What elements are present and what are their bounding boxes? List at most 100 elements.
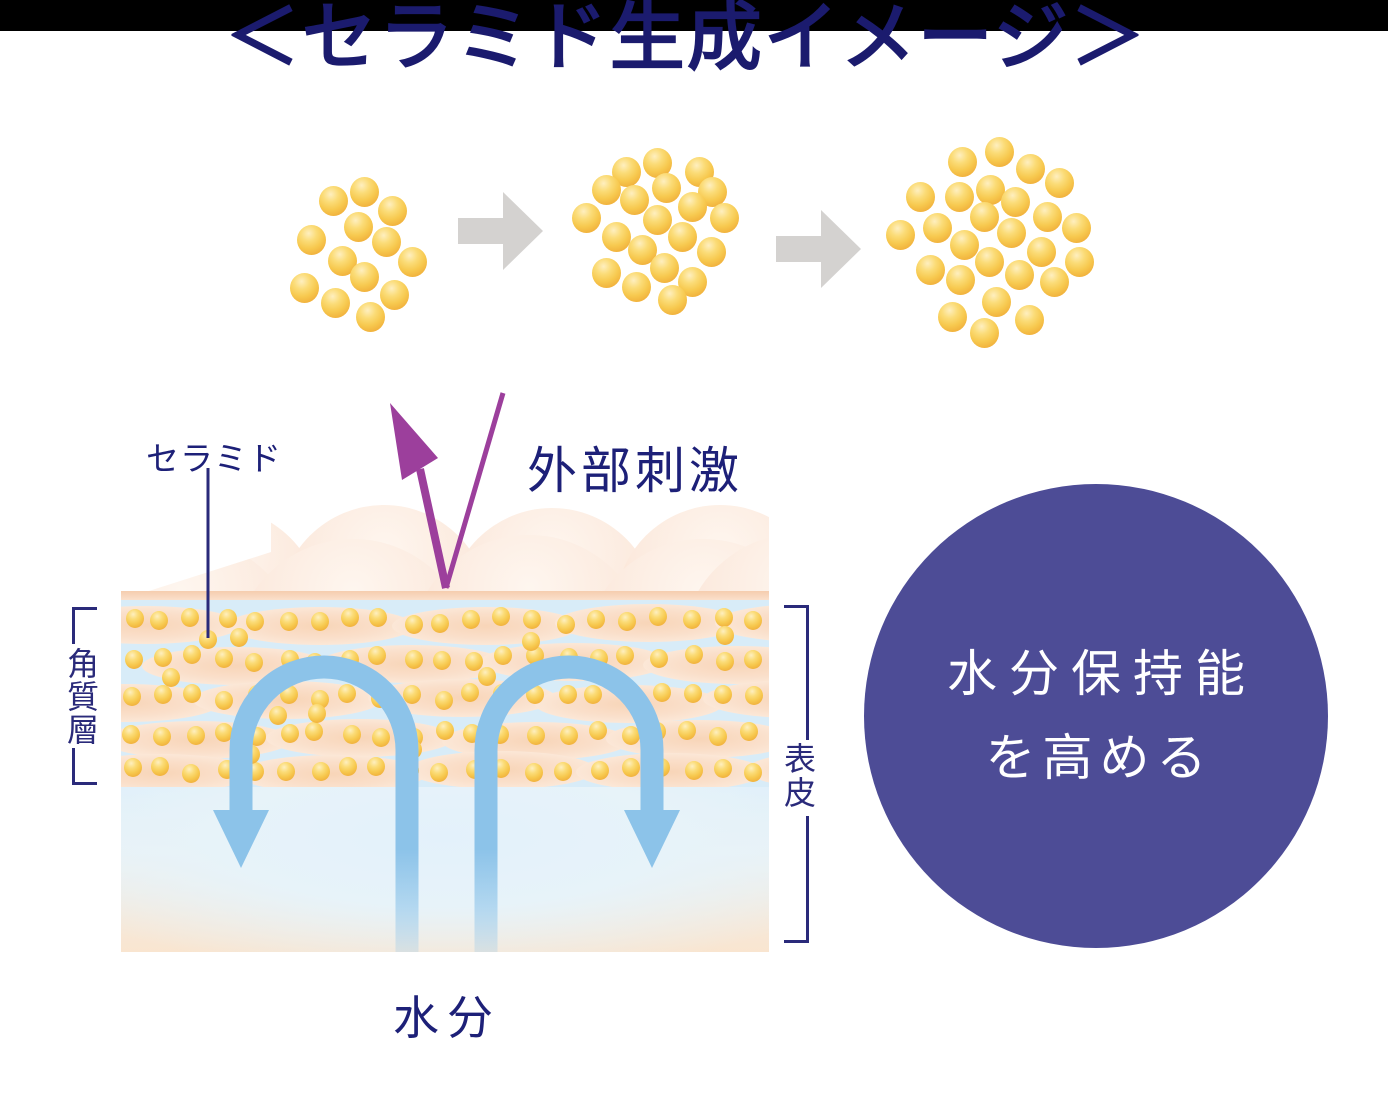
ceramide-dot bbox=[400, 761, 419, 781]
ceramide-dot bbox=[435, 690, 454, 710]
ceramide-dot bbox=[650, 253, 679, 283]
ceramide-dot bbox=[1040, 267, 1069, 297]
ceramide-dot bbox=[186, 726, 205, 746]
ceramide-dot bbox=[945, 182, 974, 212]
external-stimulus-label: 外部刺激 bbox=[527, 443, 743, 499]
epidermis-label: 表皮 bbox=[783, 741, 816, 811]
ceramide-dot bbox=[279, 611, 298, 631]
ceramide-label: セラミド bbox=[146, 440, 282, 477]
epidermis-bracket-top bbox=[784, 605, 809, 740]
ceramide-dot bbox=[651, 757, 670, 777]
ceramide-dot bbox=[182, 645, 201, 665]
ceramide-dot bbox=[319, 186, 348, 216]
ceramide-dot bbox=[279, 685, 298, 705]
ceramide-dot bbox=[123, 686, 142, 706]
ceramide-dot bbox=[380, 280, 409, 310]
ceramide-dot bbox=[617, 612, 636, 632]
ceramide-dot bbox=[248, 684, 267, 704]
ceramide-dot bbox=[215, 723, 234, 743]
ceramide-dot bbox=[976, 175, 1005, 205]
stratum-corneum-bracket-top bbox=[72, 607, 97, 644]
ceramide-dot bbox=[371, 728, 390, 748]
ceramide-dot bbox=[683, 610, 702, 630]
ceramide-dot bbox=[491, 759, 510, 779]
ceramide-dot bbox=[311, 611, 330, 631]
benefit-circle: 水分保持能 を高める bbox=[864, 484, 1328, 948]
ceramide-dot bbox=[1027, 237, 1056, 267]
ceramide-dot bbox=[214, 690, 233, 710]
ceramide-dot bbox=[649, 607, 668, 627]
corneocyte-cell bbox=[391, 607, 580, 646]
ceramide-dot bbox=[125, 650, 144, 670]
ceramide-dot bbox=[652, 683, 671, 703]
benefit-text-line1: 水分保持能 bbox=[947, 646, 1257, 702]
ceramide-dot bbox=[465, 760, 484, 780]
stratum-corneum-layer bbox=[121, 600, 769, 787]
ceramide-dot bbox=[743, 649, 762, 669]
ceramide-dot bbox=[970, 318, 999, 348]
ceramide-dot bbox=[403, 740, 422, 760]
ceramide-dot bbox=[432, 651, 451, 671]
ceramide-dot bbox=[572, 203, 601, 233]
ceramide-dot bbox=[650, 648, 669, 668]
ceramide-dot bbox=[493, 646, 512, 666]
ceramide-dot bbox=[268, 705, 287, 725]
ceramide-dot bbox=[997, 218, 1026, 248]
corneocyte-cell bbox=[237, 755, 426, 787]
ceramide-dot bbox=[124, 758, 143, 778]
epidermis-moisture-zone bbox=[121, 787, 769, 952]
ceramide-dot bbox=[590, 760, 609, 780]
ceramide-dot bbox=[217, 759, 236, 779]
ceramide-dot bbox=[658, 285, 687, 315]
ceramide-dot bbox=[153, 726, 172, 746]
ceramide-dot bbox=[305, 652, 324, 672]
ceramide-dot bbox=[982, 287, 1011, 317]
ceramide-dot bbox=[713, 684, 732, 704]
ceramide-dot bbox=[403, 684, 422, 704]
ceramide-dot bbox=[970, 202, 999, 232]
ceramide-dot bbox=[477, 667, 496, 687]
ceramide-dot bbox=[906, 182, 935, 212]
stratum-corneum-bracket-bottom bbox=[72, 748, 97, 785]
ceramide-dot bbox=[620, 185, 649, 215]
ceramide-dot bbox=[367, 645, 386, 665]
ceramide-dot bbox=[1062, 213, 1091, 243]
ceramide-dot bbox=[985, 137, 1014, 167]
ceramide-dot bbox=[587, 610, 606, 630]
ceramide-dot bbox=[525, 684, 544, 704]
ceramide-dot bbox=[602, 222, 631, 252]
ceramide-dot bbox=[181, 608, 200, 628]
ceramide-dot bbox=[340, 649, 359, 669]
ceramide-dot bbox=[372, 227, 401, 257]
ceramide-dot bbox=[338, 683, 357, 703]
ceramide-dot bbox=[277, 762, 296, 781]
ceramide-dot bbox=[311, 762, 330, 782]
ceramide-dot bbox=[923, 213, 952, 243]
ceramide-dot bbox=[461, 610, 480, 630]
ceramide-dot bbox=[684, 645, 703, 665]
ceramide-dot bbox=[948, 147, 977, 177]
skin-surface-edge bbox=[121, 591, 769, 601]
ceramide-dot bbox=[678, 721, 697, 741]
ceramide-dot bbox=[214, 649, 233, 669]
ceramide-dot bbox=[321, 288, 350, 318]
ceramide-dot bbox=[1045, 168, 1074, 198]
benefit-text-line2: を高める bbox=[985, 730, 1214, 786]
ceramide-dot bbox=[430, 762, 449, 782]
ceramide-dot bbox=[559, 726, 578, 746]
skin-surface bbox=[121, 499, 769, 601]
ceramide-dot bbox=[150, 610, 169, 630]
ceramide-dot bbox=[710, 203, 739, 233]
ceramide-dot bbox=[1065, 247, 1094, 277]
ceramide-dot bbox=[592, 258, 621, 288]
ceramide-dot bbox=[683, 683, 702, 703]
ceramide-dot bbox=[589, 649, 608, 669]
ceramide-dot bbox=[297, 225, 326, 255]
ceramide-dot bbox=[182, 683, 201, 703]
ceramide-dot bbox=[916, 255, 945, 285]
ceramide-dot bbox=[715, 652, 734, 672]
ceramide-dot bbox=[404, 650, 423, 670]
ceramide-dot bbox=[584, 684, 603, 704]
stratum-corneum-label: 角質層 bbox=[66, 646, 99, 748]
